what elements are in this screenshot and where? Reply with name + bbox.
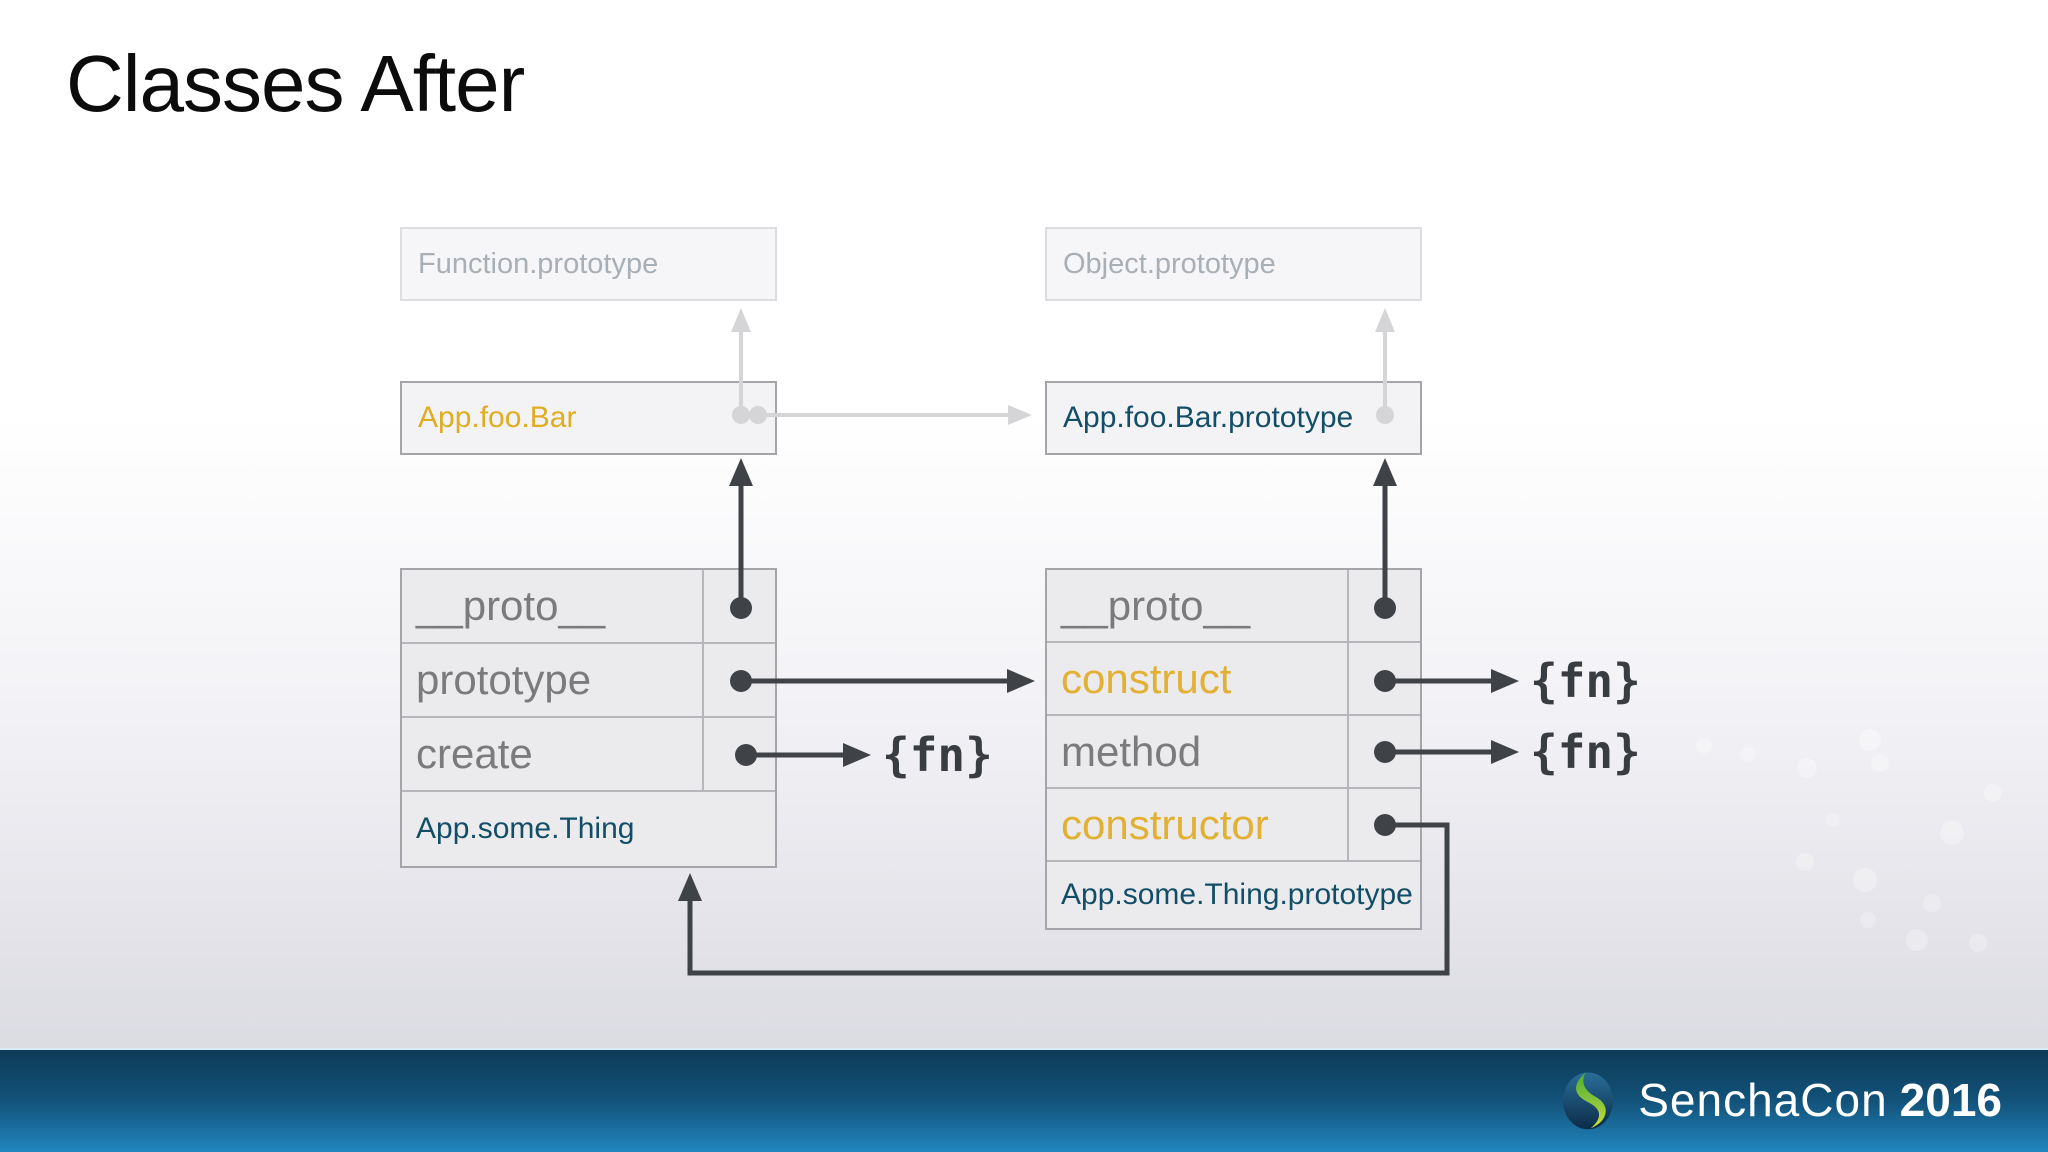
- app-foo-bar-prototype-box: App.foo.Bar.prototype: [1045, 381, 1422, 455]
- table-row: __proto__: [402, 570, 775, 644]
- fn-literal: {fn}: [1530, 654, 1641, 708]
- page-title: Classes After: [66, 39, 525, 128]
- object-prototype-label: Object.prototype: [1063, 247, 1276, 280]
- brand-name: SenchaCon: [1638, 1074, 1888, 1126]
- row-value-proto: [704, 570, 775, 642]
- row-label-proto: __proto__: [402, 570, 704, 642]
- table-footer-app-some-thing: App.some.Thing: [416, 812, 635, 845]
- row-value-method: [1349, 716, 1420, 787]
- sencha-logo-icon: [1563, 1072, 1614, 1130]
- table-footer-app-some-thing-prototype: App.some.Thing.prototype: [1061, 878, 1413, 911]
- brand-year: 2016: [1899, 1074, 2002, 1126]
- table-row: prototype: [402, 644, 775, 718]
- function-prototype-label: Function.prototype: [418, 247, 659, 280]
- app-foo-bar-prototype-label: App.foo.Bar.prototype: [1063, 401, 1354, 434]
- app-some-thing-prototype-table: __proto__ construct method constructor A…: [1045, 568, 1422, 930]
- row-label-construct: construct: [1047, 643, 1349, 714]
- row-value-create: [704, 718, 775, 790]
- row-value-constructor: [1349, 789, 1420, 860]
- fn-literal: {fn}: [882, 728, 993, 782]
- table-row: __proto__: [1047, 570, 1420, 643]
- table-row: constructor: [1047, 789, 1420, 862]
- table-row: method: [1047, 716, 1420, 789]
- row-value-construct: [1349, 643, 1420, 714]
- row-value-proto: [1349, 570, 1420, 641]
- background-speckles: [1696, 729, 2002, 952]
- app-foo-bar-label: App.foo.Bar: [418, 401, 577, 434]
- row-label-constructor: constructor: [1047, 789, 1349, 860]
- function-prototype-box: Function.prototype: [400, 227, 777, 301]
- table-row: create: [402, 718, 775, 792]
- row-label-method: method: [1047, 716, 1349, 787]
- row-value-prototype: [704, 644, 775, 716]
- row-label-create: create: [402, 718, 704, 790]
- fn-literal: {fn}: [1530, 725, 1641, 779]
- faded-bar-to-prototype-arrow: [749, 405, 1032, 425]
- row-label-prototype: prototype: [402, 644, 704, 716]
- table-row: construct: [1047, 643, 1420, 716]
- row-label-proto: __proto__: [1047, 570, 1349, 641]
- app-some-thing-table: __proto__ prototype create App.some.Thin…: [400, 568, 777, 868]
- object-prototype-box: Object.prototype: [1045, 227, 1422, 301]
- footer-bar: [0, 1048, 2048, 1152]
- app-foo-bar-box: App.foo.Bar: [400, 381, 777, 455]
